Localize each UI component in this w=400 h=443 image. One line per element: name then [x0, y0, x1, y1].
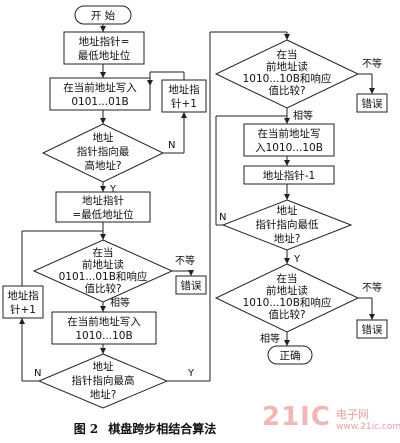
init-pointer-text-1a: 地址指针= [79, 35, 130, 48]
flowchart: 开 始 地址指针= 最低地址位 在当前地址写入 0101...01B 地址指 针… [2, 5, 388, 409]
decision-highest-text-2b: 指针指向最高 [72, 374, 135, 387]
compare-0101-text-d: 值比较? [84, 282, 121, 295]
write-0101-box [49, 77, 151, 111]
decision-highest-address-2 [37, 353, 169, 409]
compare-1010-text-1b: 前地址读 [266, 60, 308, 73]
start-text: 开 始 [91, 9, 116, 22]
increment-pointer-box-1 [161, 79, 207, 113]
write-1010-box-1 [51, 311, 157, 345]
compare-1010-text-2a: 在当 [277, 272, 298, 285]
label-equal-2: 相等 [293, 109, 313, 122]
figure-caption: 图 2 棋盘跨步相结合算法 [0, 420, 300, 437]
compare-0101-text-c: 0101...01B和响应 [59, 270, 148, 283]
logo-url: www.21ic.com [336, 422, 400, 432]
watermark-logo: 21IC 电子网 www.21ic.com [262, 402, 400, 432]
error-box-2 [356, 93, 388, 113]
label-y-3: Y [293, 254, 301, 265]
compare-1010-text-2c: 1010...10B和响应 [243, 296, 332, 309]
correct-text: 正确 [280, 349, 301, 362]
error-text-2: 错误 [362, 97, 383, 110]
decision-highest-text-1b: 指针指向最 [77, 145, 130, 158]
label-n-1: N [168, 140, 175, 151]
increment-pointer-text-1b: 针+1 [171, 97, 197, 110]
decrement-pointer-text: 地址指针-1 [263, 169, 315, 182]
label-not-equal-2: 不等 [362, 57, 382, 70]
write-0101-text-a: 在当前地址写入 [63, 81, 137, 94]
init-pointer-box-1 [63, 31, 145, 65]
compare-0101-text-a: 在当 [93, 246, 114, 259]
increment-pointer-text-2b: 针+1 [10, 303, 36, 316]
error-text-3: 错误 [362, 323, 383, 336]
label-equal-3: 相等 [260, 332, 280, 345]
error-box-1 [175, 275, 207, 295]
decision-lowest-text-b: 指针指向最低 [256, 218, 319, 231]
label-n-2: N [34, 368, 41, 379]
figure-number: 图 2 [73, 422, 99, 436]
correct-node [267, 345, 313, 365]
label-y-2: Y [187, 368, 195, 379]
decision-highest-text-1c: 高地址? [84, 159, 121, 172]
write-1010-text-1a: 在当前地址写入 [67, 315, 141, 328]
decision-highest-text-2a: 地址 [93, 360, 114, 373]
decrement-pointer-box [243, 165, 335, 185]
compare-1010-text-1c: 1010...10B和响应 [243, 72, 332, 85]
write-1010-text-1b: 1010...10B [75, 330, 132, 342]
decision-highest-text-2c: 地址? [90, 388, 117, 401]
write-0101-text-b: 0101...01B [71, 96, 128, 108]
compare-1010-text-1d: 值比较? [268, 84, 305, 97]
increment-pointer-text-1a: 地址指 [168, 83, 200, 96]
write-1010-text-2a: 在当前地址写 [258, 127, 321, 140]
label-not-equal-1: 不等 [175, 254, 195, 267]
compare-1010-text-2d: 值比较? [268, 308, 305, 321]
label-equal-1: 相等 [110, 296, 130, 309]
compare-1010-text-2b: 前地址读 [266, 284, 308, 297]
decision-lowest-text-c: 地址? [274, 232, 301, 245]
init-pointer-text-1b: 最低地址位 [78, 49, 131, 62]
init-pointer-box-2 [55, 191, 151, 223]
init-pointer-text-2b: =最低地址位 [72, 208, 134, 221]
error-box-3 [356, 319, 388, 339]
init-pointer-text-2a: 地址指针 [82, 194, 124, 207]
logo-mark: 21IC [262, 402, 331, 432]
write-1010-text-2b: 入1010...10B [255, 142, 323, 154]
increment-pointer-text-2a: 地址指 [7, 289, 39, 302]
label-y-1: Y [109, 184, 117, 195]
decision-lowest-text-a: 地址 [277, 204, 298, 217]
logo-site: 电子网 [336, 408, 369, 421]
error-text-1: 错误 [181, 279, 202, 292]
figure-title: 棋盘跨步相结合算法 [108, 422, 217, 436]
increment-pointer-box-2 [2, 285, 44, 319]
decision-highest-text-1a: 地址 [93, 131, 114, 144]
label-n-3: N [219, 212, 226, 223]
compare-0101-text-b: 前地址读 [82, 258, 124, 271]
label-not-equal-3: 不等 [362, 281, 382, 294]
write-1010-box-2 [243, 123, 335, 157]
compare-1010-text-1a: 在当 [277, 48, 298, 61]
